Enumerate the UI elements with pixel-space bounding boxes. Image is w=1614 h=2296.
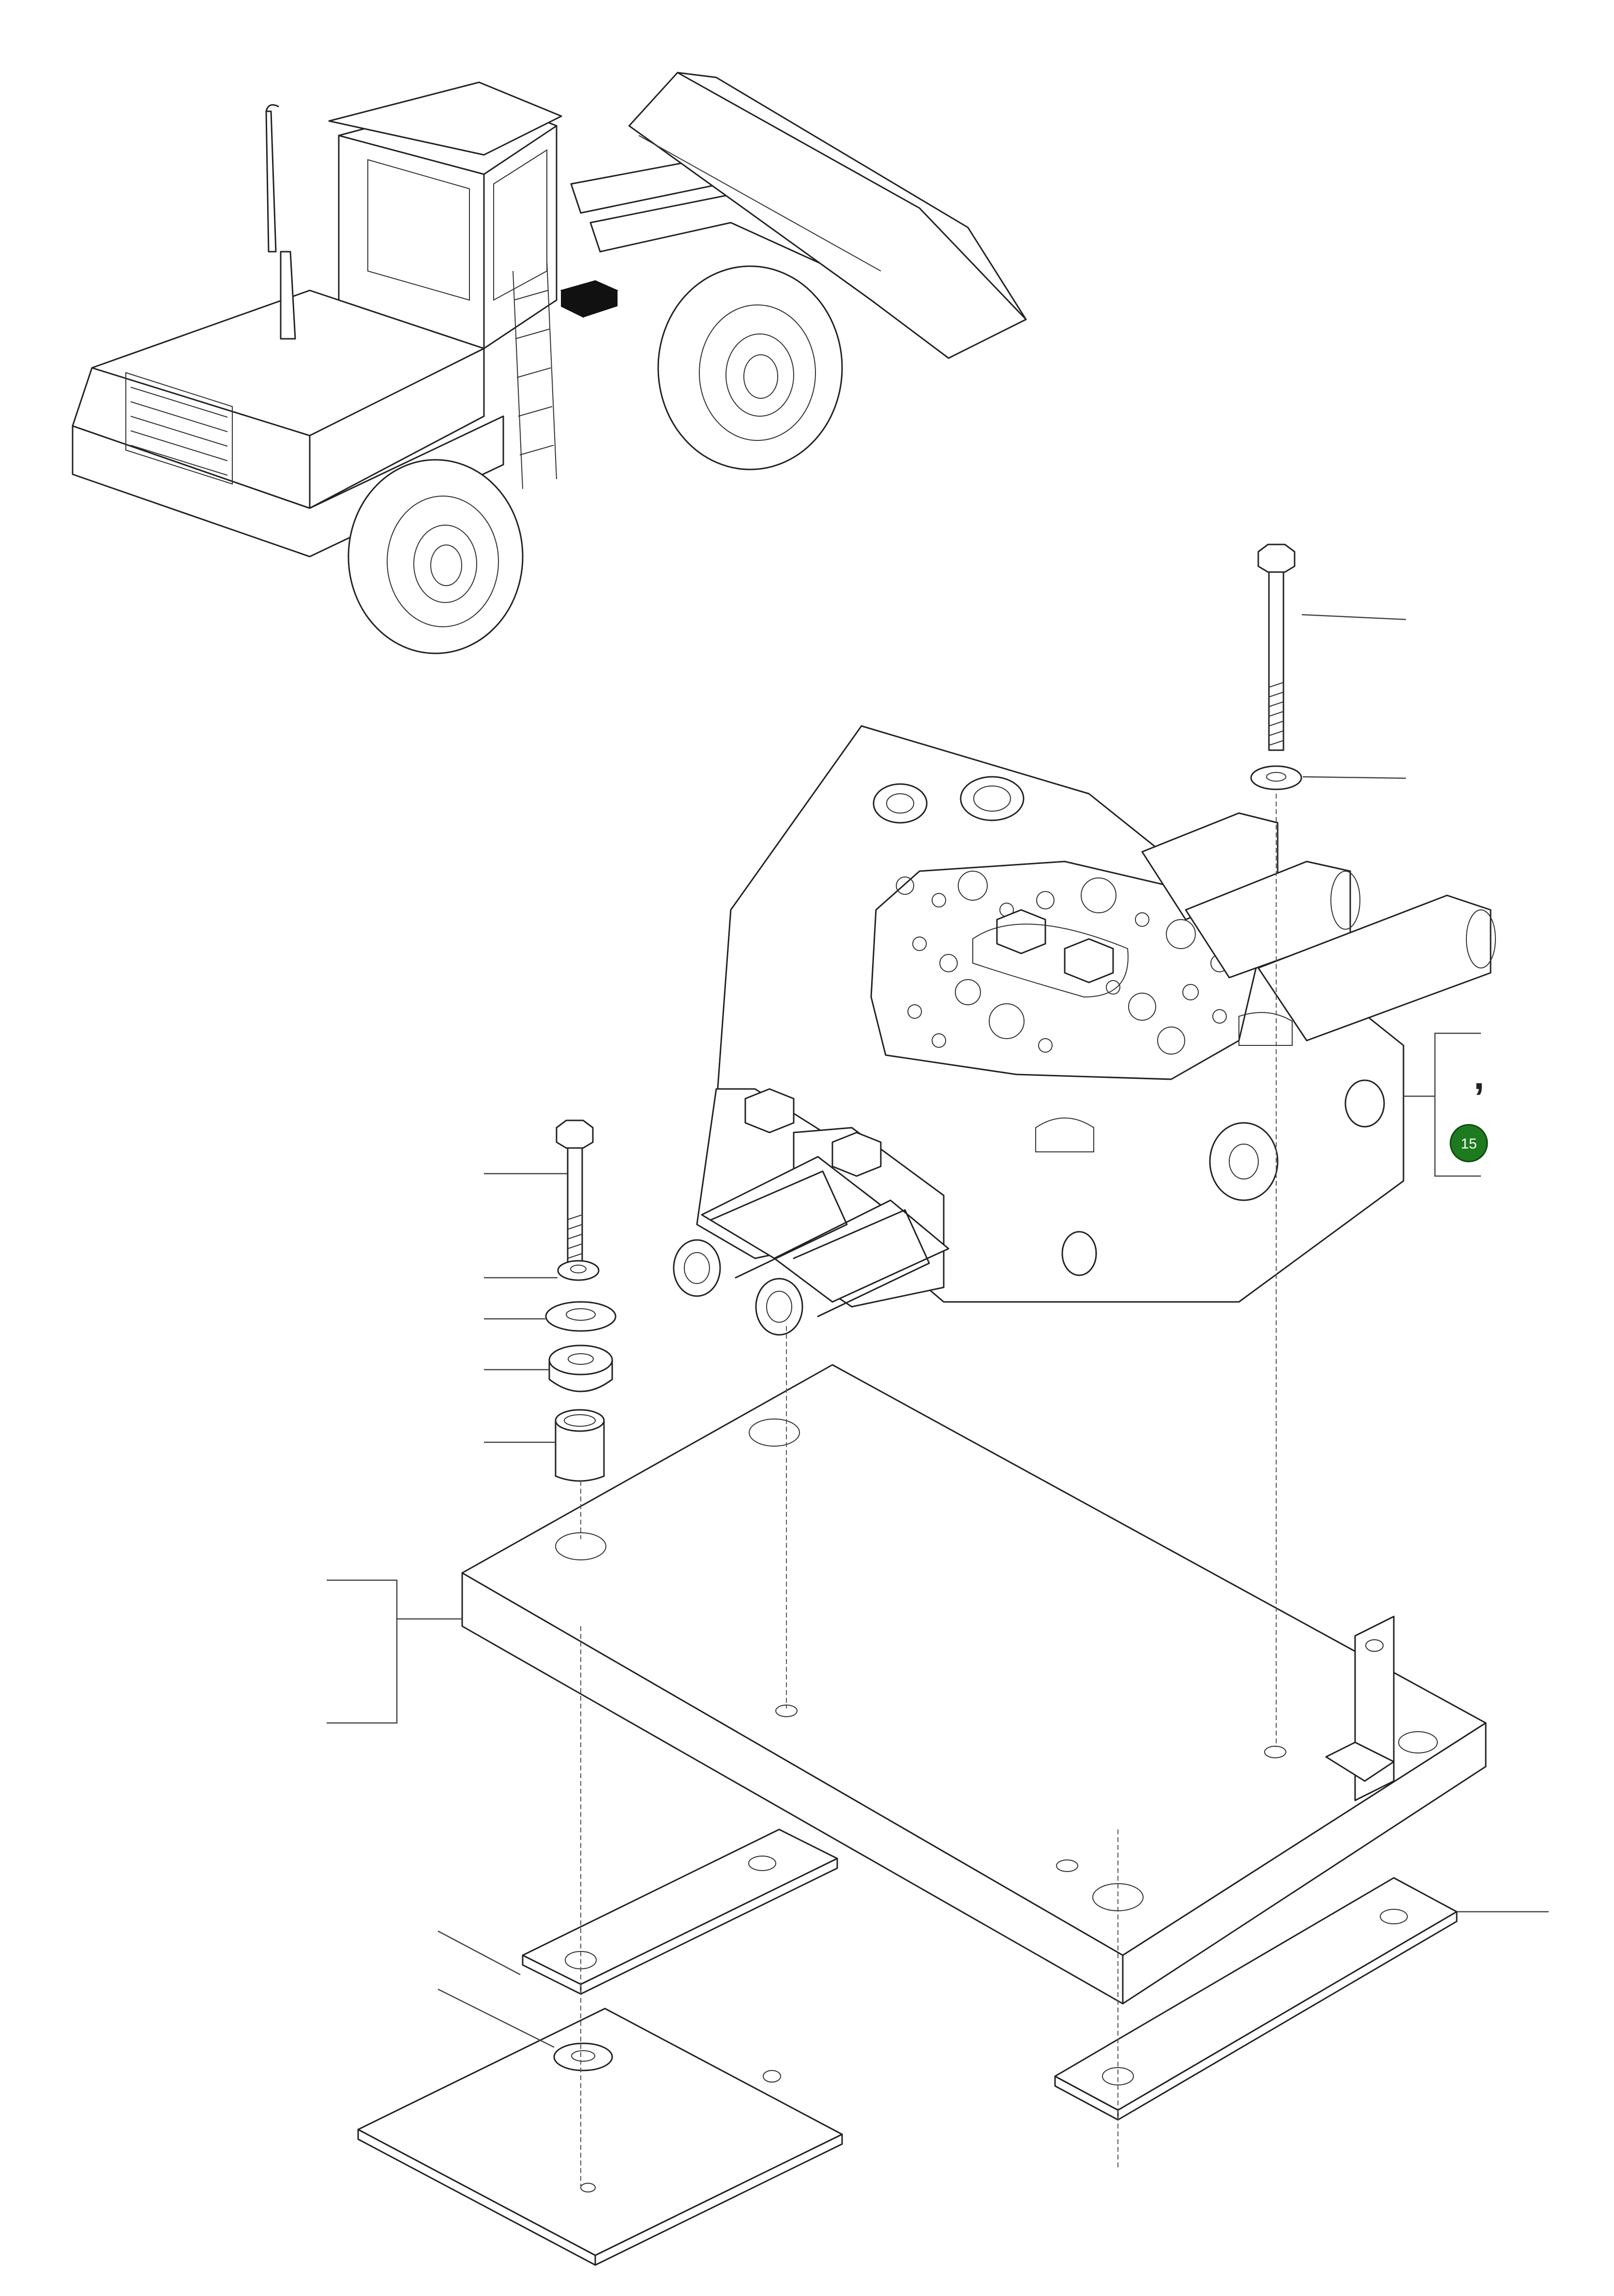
callout-bracket xyxy=(1434,1032,1481,1177)
flat-washer xyxy=(545,1301,617,1332)
assembly-centerlines xyxy=(580,794,1277,2188)
leader-lines-left-stack xyxy=(484,1173,567,1443)
callout-number: 15 xyxy=(1461,1136,1477,1152)
leader-line xyxy=(1302,776,1406,779)
spacer-sleeve xyxy=(555,1409,605,1482)
callout-mark: , xyxy=(1474,1054,1484,1097)
left-strap xyxy=(522,1828,838,1995)
valve-washer xyxy=(1250,765,1302,790)
leader-lines-lower xyxy=(437,1911,1549,2048)
valve-mounting-bolt xyxy=(1257,544,1296,751)
rubber-mount xyxy=(548,1344,613,1392)
left-mounting-bolt xyxy=(556,1119,594,1269)
frame-base-plate xyxy=(357,2008,843,2266)
main-control-valve xyxy=(673,725,1496,1336)
callout-badge[interactable] xyxy=(1449,1124,1488,1163)
lock-washer xyxy=(557,1260,600,1281)
valve-mounting-plate xyxy=(461,1364,1487,2005)
plate-bracket xyxy=(327,1579,398,1724)
leader-line xyxy=(1301,614,1406,620)
wheel-loader-illustration xyxy=(72,72,1027,654)
